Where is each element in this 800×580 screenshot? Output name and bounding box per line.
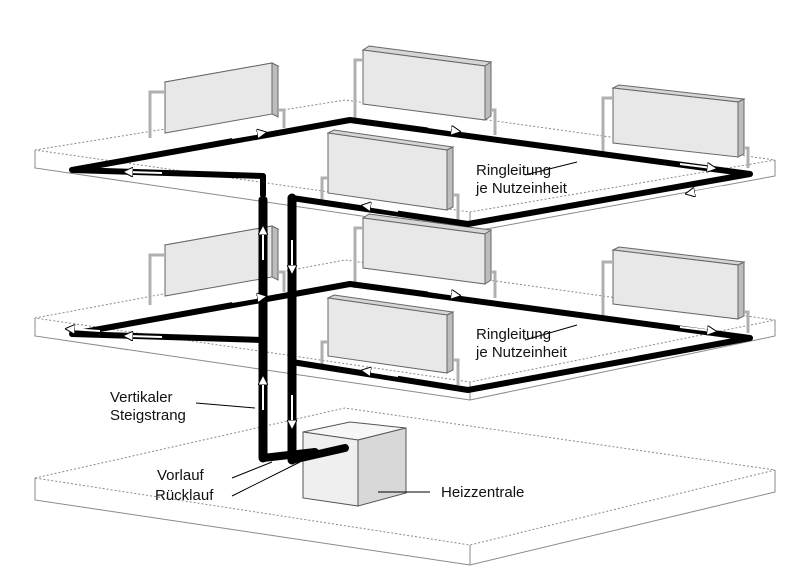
label-return: Rücklauf <box>155 487 214 504</box>
ring-pipe-lower <box>69 281 753 393</box>
label-ring-upper-1: Ringleitung <box>476 162 551 179</box>
flow-arrow <box>427 291 456 295</box>
flow-arrow <box>366 371 399 377</box>
label-riser-1: Vertikaler <box>110 389 173 406</box>
label-riser-2: Steigstrang <box>110 407 186 424</box>
radiator <box>163 225 280 297</box>
label-ring-lower-2: je Nutzeinheit <box>475 344 568 361</box>
flow-arrow <box>366 206 399 212</box>
leader-lines <box>195 161 578 497</box>
flow-arrow <box>70 329 101 331</box>
boiler-box <box>302 421 407 507</box>
ground-slab <box>34 407 776 566</box>
label-supply: Vorlauf <box>157 467 205 484</box>
label-ring-lower-1: Ringleitung <box>476 326 551 343</box>
flow-arrows <box>70 127 723 425</box>
label-boiler: Heizzentrale <box>441 484 524 501</box>
flow-arrow <box>427 127 456 131</box>
flow-arrow <box>231 133 262 139</box>
flow-arrow <box>679 327 712 331</box>
flow-arrow <box>128 172 163 173</box>
radiator <box>163 62 280 134</box>
radiator <box>611 84 746 158</box>
labels: Ringleitung je Nutzeinheit Ringleitung j… <box>110 162 568 504</box>
radiator <box>326 129 455 211</box>
flow-arrow <box>128 336 163 337</box>
flow-arrow <box>679 164 712 168</box>
flow-arrow <box>231 297 262 303</box>
flow-arrow <box>690 186 723 193</box>
radiator <box>326 294 455 374</box>
radiator <box>361 45 493 121</box>
label-ring-upper-2: je Nutzeinheit <box>475 180 568 197</box>
radiator <box>361 213 493 285</box>
radiator-connections <box>148 58 750 385</box>
return-connection <box>288 444 349 464</box>
boiler-connections <box>259 444 349 464</box>
ring-pipe-upper <box>69 117 753 227</box>
radiator <box>611 246 746 320</box>
